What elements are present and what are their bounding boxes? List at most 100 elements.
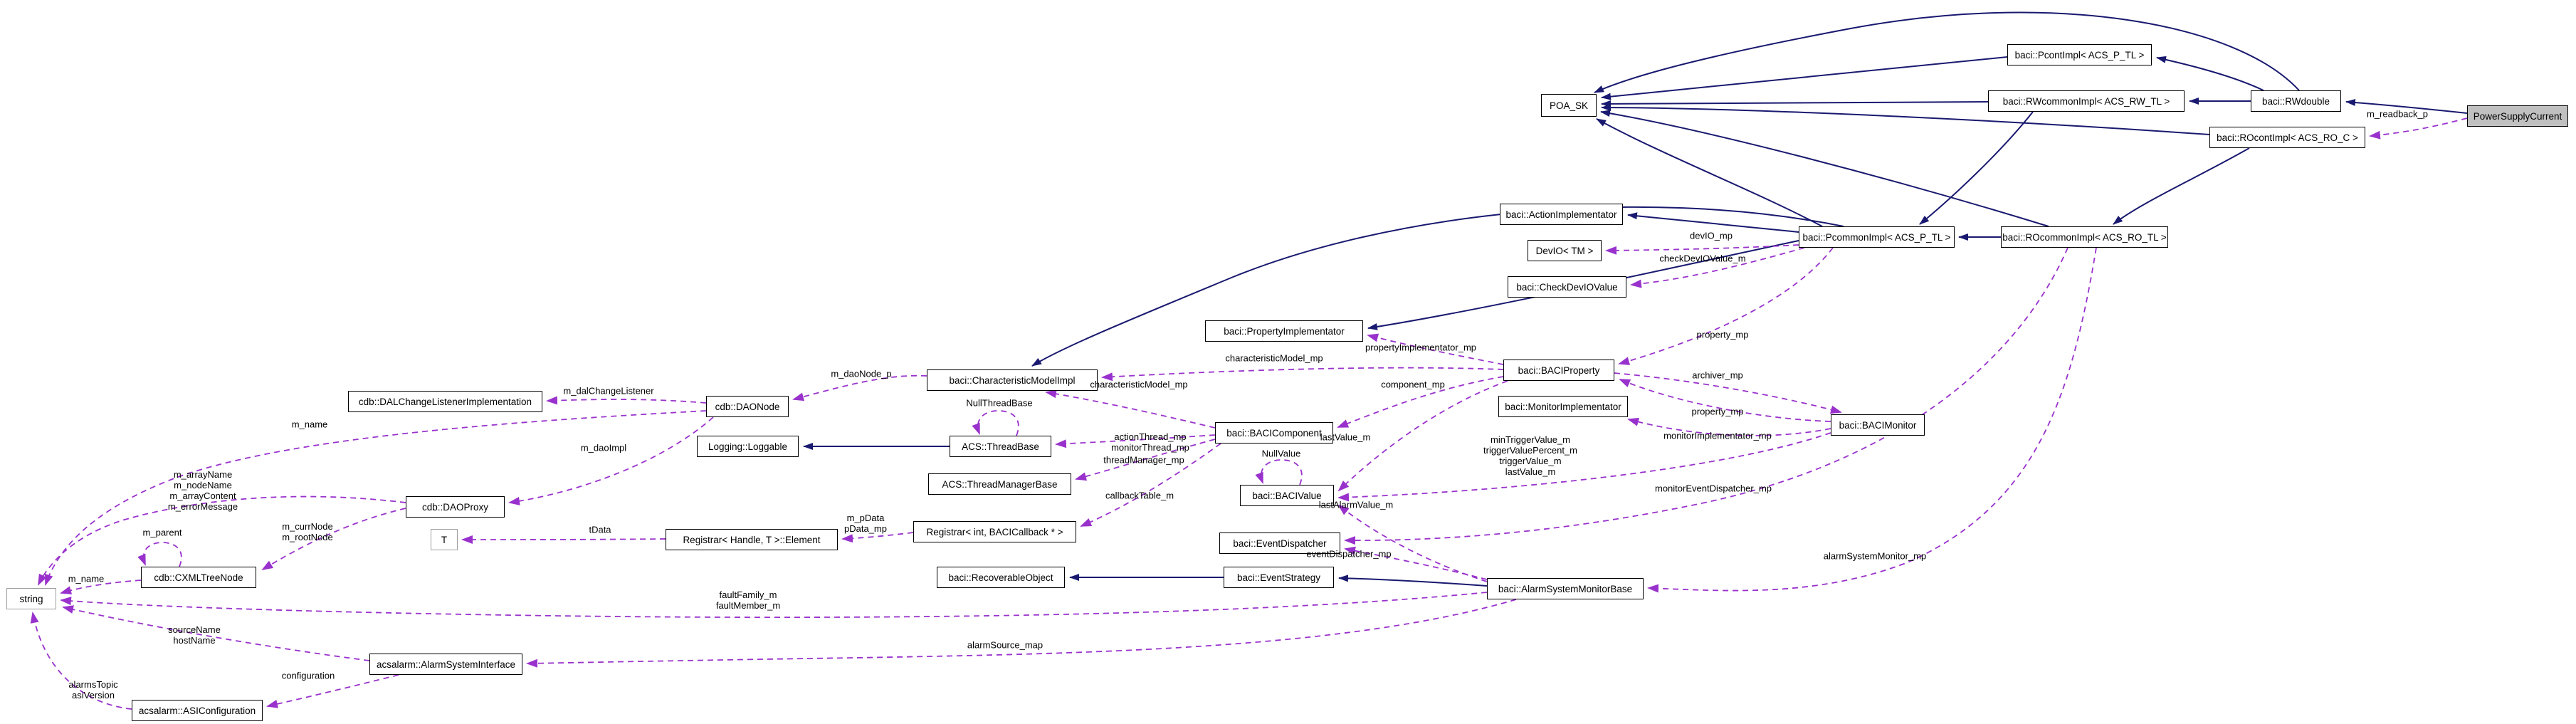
edge-label-line: property_mp xyxy=(1691,406,1744,417)
class-node-monitorimplementator[interactable]: baci::MonitorImplementator xyxy=(1498,396,1628,417)
edge-rocommonimpl-to-poask xyxy=(1600,110,2049,227)
class-node-characteristicmodelimpl[interactable]: baci::CharacteristicModelImpl xyxy=(927,369,1098,391)
edge-label-line: m_dalChangeListener xyxy=(563,385,654,397)
edge-label-archiver_mp: archiver_mp xyxy=(1692,370,1743,381)
edge-pcommonimpl-to-actionimplementator xyxy=(1627,212,1799,233)
edge-label-line: lastValue_m xyxy=(1320,431,1371,443)
edge-bacicomponent-to-registrarint-callbacktable_m xyxy=(1080,443,1221,527)
class-node-element[interactable]: Registrar< Handle, T >::Element xyxy=(666,529,838,550)
edge-rwcommonimpl-to-poask xyxy=(1601,100,1989,107)
class-node-threadmanagerbase[interactable]: ACS::ThreadManagerBase xyxy=(928,473,1071,495)
edge-label-line: m_nodeName xyxy=(174,480,232,490)
class-node-t[interactable]: T xyxy=(431,529,458,550)
edge-element-to-t-tdata xyxy=(461,535,666,544)
edge-label-line: monitorEventDispatcher_mp xyxy=(1654,483,1772,494)
class-node-loggable[interactable]: Logging::Loggable xyxy=(697,436,799,457)
class-node-eventdispatcher[interactable]: baci::EventDispatcher xyxy=(1219,532,1340,554)
edge-label-NullValue: NullValue xyxy=(1262,448,1301,459)
edge-label-line: propertyImplementator_mp xyxy=(1365,342,1477,353)
class-node-daonode[interactable]: cdb::DAONode xyxy=(706,396,789,417)
edge-label-lastAlarmValue_m: lastAlarmValue_m xyxy=(1319,500,1394,510)
edge-alarmsystemmonitorbase-to-alarmsysteminterface-alarmsource_map xyxy=(526,599,1517,668)
edge-label-line: actionThread_mp xyxy=(1114,431,1187,442)
edge-label-m_dalChangeListener: m_dalChangeListener xyxy=(563,386,653,397)
class-node-alarmsysteminterface[interactable]: acsalarm::AlarmSystemInterface xyxy=(369,654,522,675)
edge-label-component_mp: component_mp xyxy=(1381,379,1445,390)
edge-label-line: pData_mp xyxy=(844,523,887,534)
class-node-baciproperty[interactable]: baci::BACIProperty xyxy=(1503,360,1614,381)
edge-daonode-to-daoproxy-m_daoimpl xyxy=(508,416,714,505)
edge-label-NullThreadBase: NullThreadBase xyxy=(966,398,1032,409)
edge-pcommonimpl-to-poask xyxy=(1596,118,1823,227)
edge-label-line: asiVersion xyxy=(72,690,115,701)
class-node-cxmltreenode[interactable]: cdb::CXMLTreeNode xyxy=(141,567,256,588)
edge-label-line: m_daoImpl xyxy=(580,442,627,453)
class-node-string[interactable]: string xyxy=(6,588,56,609)
edge-label-line: checkDevIOValue_m xyxy=(1659,253,1746,264)
class-node-propertyimplementator[interactable]: baci::PropertyImplementator xyxy=(1205,320,1363,342)
edge-registrarint-to-element-m_pdata xyxy=(841,532,914,543)
edge-bacivalue-self-nullvalue xyxy=(1255,459,1303,486)
edge-baciproperty-to-bacicomponent-component_mp xyxy=(1337,376,1504,428)
class-node-rocommonimpl[interactable]: baci::ROcommonImpl< ACS_RO_TL > xyxy=(2001,226,2168,248)
class-node-rocontimpl[interactable]: baci::ROcontImpl< ACS_RO_C > xyxy=(2209,127,2365,148)
edge-label-line: NullValue xyxy=(1261,448,1301,459)
edge-label-line: m_name xyxy=(68,573,105,584)
edge-label-line: m_arrayContent xyxy=(169,490,236,501)
edge-bacimonitor-to-bacivalue-triggervalues xyxy=(1337,432,1831,502)
class-node-actionimplementator[interactable]: baci::ActionImplementator xyxy=(1500,204,1623,225)
edge-label-line: m_errorMessage xyxy=(167,501,238,512)
class-node-eventstrategy[interactable]: baci::EventStrategy xyxy=(1224,567,1334,588)
edge-label-line: monitorThread_mp xyxy=(1111,442,1189,453)
edge-daonode-to-string-m_name xyxy=(45,410,707,586)
edge-label-line: lastValue_m xyxy=(1505,466,1556,477)
edge-bacicomponent-to-threadmanagerbase-threadmanager_mp xyxy=(1075,439,1216,481)
edge-alarmsystemmonitorbase-to-eventstrategy xyxy=(1338,575,1488,587)
class-node-threadbase[interactable]: ACS::ThreadBase xyxy=(950,436,1051,457)
class-node-asiconfiguration[interactable]: acsalarm::ASIConfiguration xyxy=(132,700,263,721)
edge-label-line: NullThreadBase xyxy=(966,397,1033,409)
class-node-rwcommonimpl[interactable]: baci::RWcommonImpl< ACS_RW_TL > xyxy=(1988,90,2185,112)
edge-label-line: alarmsTopic xyxy=(68,679,118,690)
edge-label-line: m_name xyxy=(291,419,328,430)
class-node-dalchangelistener[interactable]: cdb::DALChangeListenerImplementation xyxy=(348,391,542,412)
edge-label-line: hostName xyxy=(173,635,216,646)
edge-label-line: component_mp xyxy=(1381,379,1445,390)
edge-label-line: alarmSystemMonitor_mp xyxy=(1823,550,1927,562)
edge-bacicomponent-to-characteristicmodelimpl xyxy=(1045,389,1216,429)
edge-label-line: minTriggerValue_m xyxy=(1491,434,1570,445)
edge-label-monitorEventDispatcher_mp: monitorEventDispatcher_mp xyxy=(1655,483,1772,494)
edge-asiconfiguration-to-string-alarmstopic xyxy=(30,612,132,710)
edge-label-tData: tData xyxy=(589,525,611,535)
class-node-bacivalue[interactable]: baci::BACIValue xyxy=(1240,485,1334,506)
edge-baciproperty-to-characteristicmodelimpl xyxy=(1101,367,1504,382)
class-node-bacicomponent[interactable]: baci::BACIComponent xyxy=(1215,422,1333,444)
class-node-devio[interactable]: DevIO< TM > xyxy=(1528,240,1602,261)
edge-bacicomponent-to-threadbase-actionthread_mp xyxy=(1055,434,1216,448)
class-node-checkdeviovalue[interactable]: baci::CheckDevIOValue xyxy=(1508,276,1626,298)
edge-pcommonimpl-to-characteristicmodelimpl xyxy=(1031,206,1844,367)
edge-characteristicmodelimpl-to-daonode-m_daonode_p xyxy=(792,374,927,402)
edge-label-property_mp: property_mp xyxy=(1697,330,1749,340)
class-node-pcommonimpl[interactable]: baci::PcommonImpl< ACS_P_TL > xyxy=(1799,226,1955,248)
edge-pcommonimpl-to-baciproperty-property_mp xyxy=(1618,247,1834,365)
class-node-poask[interactable]: POA_SK xyxy=(1541,94,1597,117)
class-node-recoverableobject[interactable]: baci::RecoverableObject xyxy=(937,567,1065,588)
class-node-alarmsystemmonitorbase[interactable]: baci::AlarmSystemMonitorBase xyxy=(1487,578,1644,599)
edge-label-line: m_readback_p xyxy=(2367,108,2428,120)
class-node-rwdouble[interactable]: baci::RWdouble xyxy=(2251,90,2341,112)
edge-powersupplycurrent-to-rwdouble xyxy=(2345,98,2468,114)
edge-label-callbackTable_m: callbackTable_m xyxy=(1105,490,1174,501)
edge-powersupplycurrent-to-rocontimpl-m_readback_p xyxy=(2369,117,2468,140)
class-node-registrarint[interactable]: Registrar< int, BACICallback * > xyxy=(913,521,1076,542)
class-node-pcontimpl[interactable]: baci::PcontImpl< ACS_P_TL > xyxy=(2007,44,2152,65)
class-node-daoproxy[interactable]: cdb::DAOProxy xyxy=(406,496,505,518)
class-node-bacimonitor[interactable]: baci::BACIMonitor xyxy=(1831,414,1925,436)
edge-label-alarmSource_map: alarmSource_map xyxy=(967,640,1043,651)
edge-label-line: monitorImplementator_mp xyxy=(1663,430,1772,441)
edge-label-m_name: m_name xyxy=(292,419,328,430)
edge-label-characteristicModel_mp: characteristicModel_mp xyxy=(1225,353,1323,364)
edge-alarmsysteminterface-to-asiconfiguration-configuration xyxy=(266,674,399,708)
